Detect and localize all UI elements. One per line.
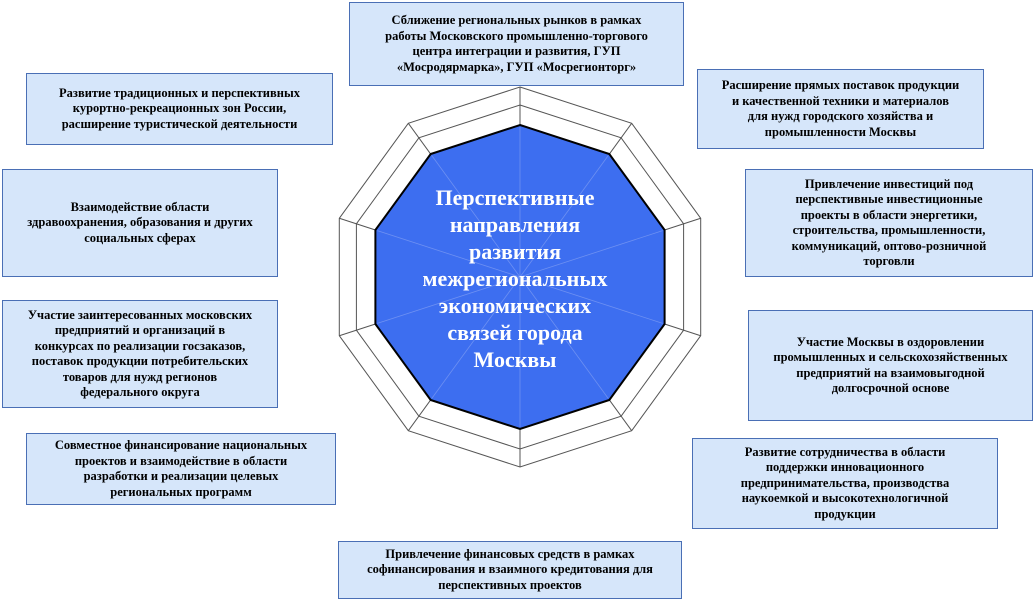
inner-spoke-line <box>377 276 521 324</box>
inner-spoke-line <box>519 230 663 278</box>
spoke-line <box>662 217 701 232</box>
inner-faint-spokes <box>377 127 663 427</box>
spoke-line <box>662 322 701 337</box>
box-left-state-orders: Участие заинтересованных московских пред… <box>2 300 278 408</box>
spoke-line <box>407 398 433 432</box>
inner-spoke-line <box>519 276 663 324</box>
box-right-investments: Привлечение инвестиций под перспективные… <box>745 169 1033 277</box>
inner-spoke-line <box>519 276 609 399</box>
inner-spoke-line <box>519 155 609 278</box>
inner-spoke-line <box>431 155 521 278</box>
inner-spoke-line <box>377 230 521 278</box>
box-right-enterprise-recovery: Участие Москвы в оздоровлении промышленн… <box>748 310 1033 421</box>
box-left-cofinancing-programs: Совместное финансирование национальных п… <box>26 433 336 505</box>
box-top-left-tourism: Развитие традиционных и перспективных ку… <box>26 73 333 145</box>
center-title: Перспективные направления развития межре… <box>422 184 608 372</box>
box-right-direct-supply: Расширение прямых поставок продукции и к… <box>697 69 984 149</box>
spoke-line <box>339 322 378 337</box>
decagon-spokes <box>339 87 701 467</box>
spoke-line <box>339 217 378 232</box>
box-bottom-financial-resources: Привлечение финансовых средств в рамках … <box>338 541 682 599</box>
box-top-market-convergence: Сближение региональных рынков в рамках р… <box>349 2 684 86</box>
spoke-line <box>407 122 433 156</box>
inner-spoke-line <box>431 276 521 399</box>
box-right-innovation-cooperation: Развитие сотрудничества в области поддер… <box>692 438 998 529</box>
box-left-health-education: Взаимодействие области здравоохранения, … <box>2 169 278 277</box>
spoke-line <box>607 122 633 156</box>
spoke-line <box>607 398 633 432</box>
